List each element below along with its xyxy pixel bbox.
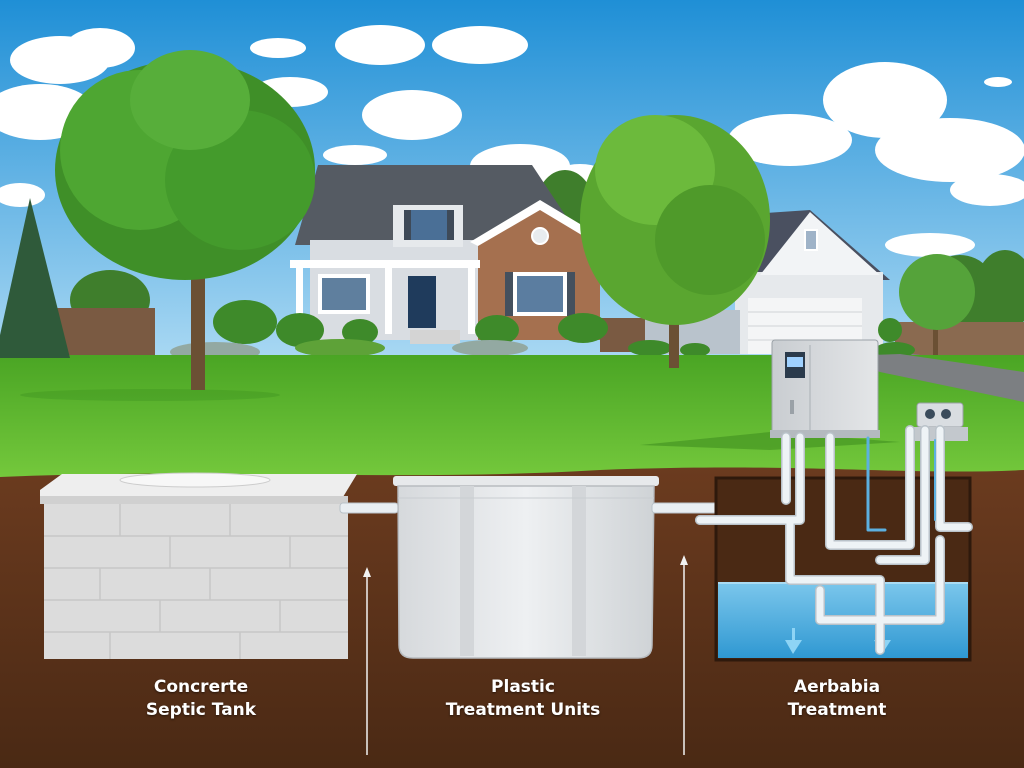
flow-arrows <box>363 555 688 755</box>
caption-line: Concrerte <box>153 677 249 697</box>
aerobic-pipework <box>695 425 973 655</box>
main-house <box>290 165 610 344</box>
caption-line: Treatment <box>787 700 887 720</box>
control-box <box>770 339 880 438</box>
caption-concrete-septic-tank: Concrerte Septic Tank <box>81 676 321 722</box>
caption-line: Septic Tank <box>145 700 257 720</box>
left-tree <box>55 50 315 390</box>
wooden-fence <box>55 308 1024 360</box>
connecting-pipe-1 <box>339 502 399 514</box>
shrubs <box>170 300 915 362</box>
caption-aerobic-treatment: Aerbabia Treatment <box>717 676 957 722</box>
aerobic-treatment-chamber <box>714 476 972 662</box>
plastic-treatment-tank <box>393 476 659 659</box>
right-tree <box>580 115 770 368</box>
evergreen-tree <box>0 198 70 358</box>
caption-line: Plastic <box>491 677 555 697</box>
far-right-tree <box>899 254 975 355</box>
caption-plastic-treatment-units: Plastic Treatment Units <box>403 676 643 722</box>
concrete-septic-tank <box>40 472 357 659</box>
caption-line: Aerbabia <box>793 677 881 697</box>
caption-line: Treatment Units <box>445 700 601 720</box>
